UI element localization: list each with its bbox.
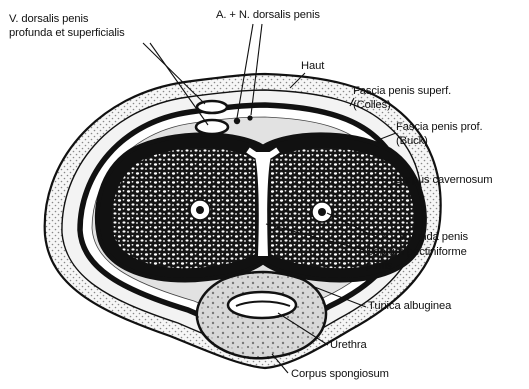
label-a-profunda: A. profunda penis xyxy=(382,231,468,244)
arteria-profunda-left xyxy=(190,200,210,220)
arteria-profunda-right xyxy=(312,202,332,222)
label-fascia-superf-1: Fascia penis superf. xyxy=(353,85,451,98)
label-tunica: Tunica albuginea xyxy=(368,300,451,313)
label-v-dorsalis-2: profunda et superficialis xyxy=(9,27,125,40)
label-v-dorsalis-1: V. dorsalis penis xyxy=(9,13,88,26)
label-corpus-spongiosum: Corpus spongiosum xyxy=(291,368,389,381)
vena-dorsalis-superficialis xyxy=(197,101,227,113)
arteria-dorsalis xyxy=(234,118,240,124)
arteria-dorsalis-right xyxy=(247,115,252,120)
label-fascia-superf-2: (Colles) xyxy=(353,99,391,112)
label-urethra: Urethra xyxy=(330,339,367,352)
label-septum-2: penis xyxy=(366,260,392,273)
label-corpus-cavernosum: Corpus cavernosum xyxy=(394,174,492,187)
label-fascia-prof-1: Fascia penis prof. xyxy=(396,121,483,134)
vena-dorsalis-profunda xyxy=(196,120,228,134)
label-haut: Haut xyxy=(301,60,324,73)
label-septum-1: Septum pectiniforme xyxy=(366,246,467,259)
label-fascia-prof-2: (Buck) xyxy=(396,135,428,148)
label-a-n-dorsalis: A. + N. dorsalis penis xyxy=(216,9,320,22)
